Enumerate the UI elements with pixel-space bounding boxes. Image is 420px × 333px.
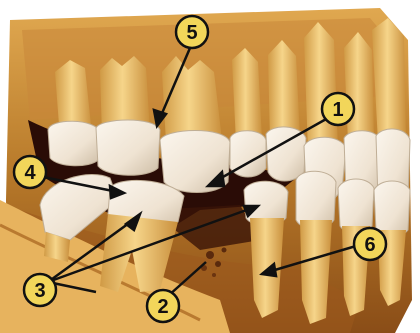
- upper-second-molar-crown: [96, 120, 160, 175]
- lower-incisor-2-crown: [374, 181, 410, 238]
- upper-incisor-1-root: [344, 32, 374, 142]
- callout-4: 4: [14, 156, 46, 188]
- callout-6: 6: [354, 228, 386, 260]
- callout-5: 5: [176, 16, 208, 48]
- callout-2-label: 2: [157, 296, 168, 318]
- callout-2: 2: [147, 290, 179, 322]
- lower-incisor-1-crown: [338, 179, 374, 234]
- callout-1: 1: [322, 93, 354, 125]
- callout-6-label: 6: [364, 234, 375, 256]
- upper-canine-root: [304, 22, 338, 152]
- callout-1-label: 1: [332, 99, 343, 121]
- upper-third-molar-crown: [48, 121, 100, 166]
- callout-3: 3: [24, 274, 56, 306]
- upper-premolar-1-root: [232, 48, 262, 142]
- upper-incisor-2-root: [372, 18, 406, 142]
- callout-3-label: 3: [34, 280, 45, 302]
- callout-5-label: 5: [186, 22, 197, 44]
- callout-4-label: 4: [24, 162, 36, 184]
